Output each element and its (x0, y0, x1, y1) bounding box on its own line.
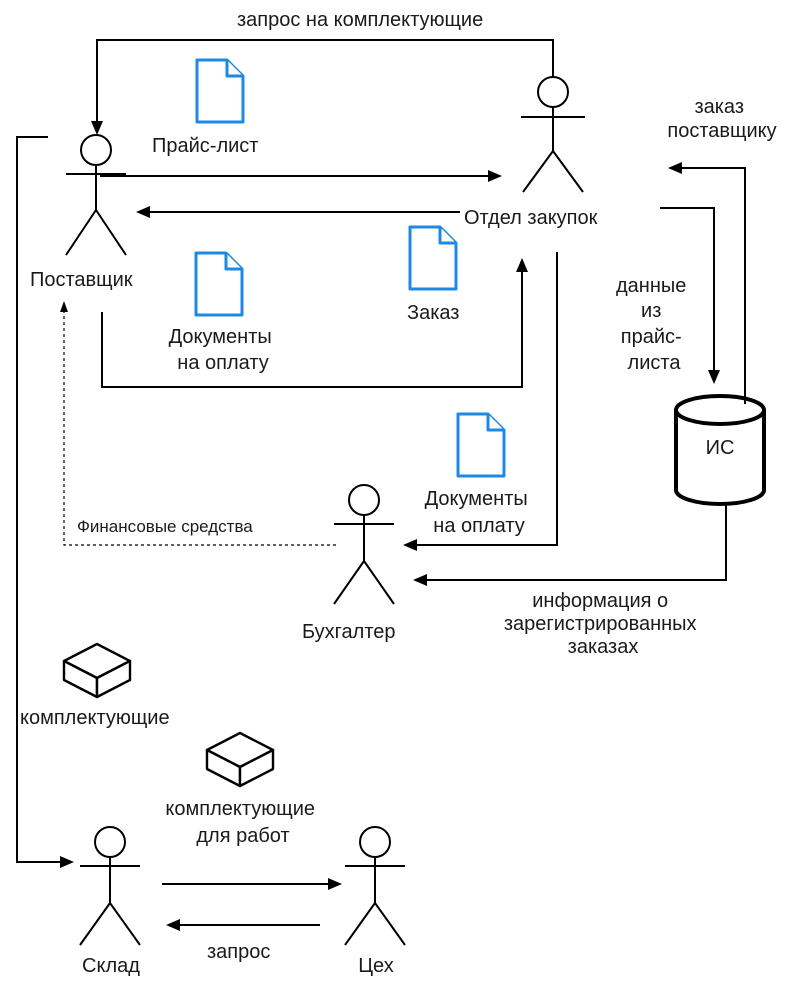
label-price-list: Прайс-лист (152, 135, 258, 157)
edge-supplier-order (668, 162, 746, 404)
edge-components-delivery (16, 136, 74, 868)
actor-workshop[interactable] (344, 826, 406, 946)
actor-accountant[interactable] (333, 484, 395, 605)
edge-payment-docs-to-purchasing (101, 258, 528, 388)
edge-price-list (100, 170, 502, 182)
edge-registered-orders-info (413, 503, 727, 586)
label-order: Заказ (407, 302, 459, 324)
label-price-list-data: данные из прайс- листа (616, 275, 692, 374)
label-request: запрос (207, 941, 270, 963)
label-supplier-order: заказ поставщику (667, 96, 776, 142)
label-work-components: комплектующие для работ (165, 798, 320, 847)
information-system-database[interactable] (674, 394, 766, 506)
edge-financial-funds (60, 301, 336, 546)
edge-order-to-supplier (136, 206, 460, 218)
edge-price-list-data (660, 207, 720, 384)
edge-payment-docs-to-accountant (403, 252, 558, 551)
document-icon (408, 225, 458, 291)
label-components: комплектующие (20, 707, 170, 729)
actor-label-workshop: Цех (358, 955, 393, 977)
actor-warehouse[interactable] (79, 826, 141, 946)
actor-label-warehouse: Склад (82, 955, 140, 977)
package-box-icon (62, 642, 132, 699)
document-icon (194, 251, 244, 317)
label-financial-funds: Финансовые средства (77, 517, 253, 536)
actor-purchasing-department[interactable] (521, 76, 585, 193)
system-label: ИС (706, 437, 735, 459)
label-registered-orders-info: информация о зарегистрированных заказах (504, 590, 702, 658)
actor-label-purchasing: Отдел закупок (464, 207, 598, 229)
actor-label-supplier: Поставщик (30, 269, 133, 291)
label-payment-docs-supplier: Документы на оплату (169, 326, 278, 374)
label-payment-docs-accountant: Документы на оплату (425, 488, 534, 537)
actor-supplier[interactable] (65, 134, 127, 256)
edge-request (166, 919, 320, 931)
edge-work-components (162, 878, 342, 890)
label-components-request: запрос на комплектующие (237, 9, 483, 31)
document-icon (195, 58, 245, 124)
actor-label-accountant: Бухгалтер (302, 621, 396, 643)
edge-components-request (91, 39, 554, 135)
document-icon (456, 412, 506, 478)
package-box-icon (205, 731, 275, 788)
